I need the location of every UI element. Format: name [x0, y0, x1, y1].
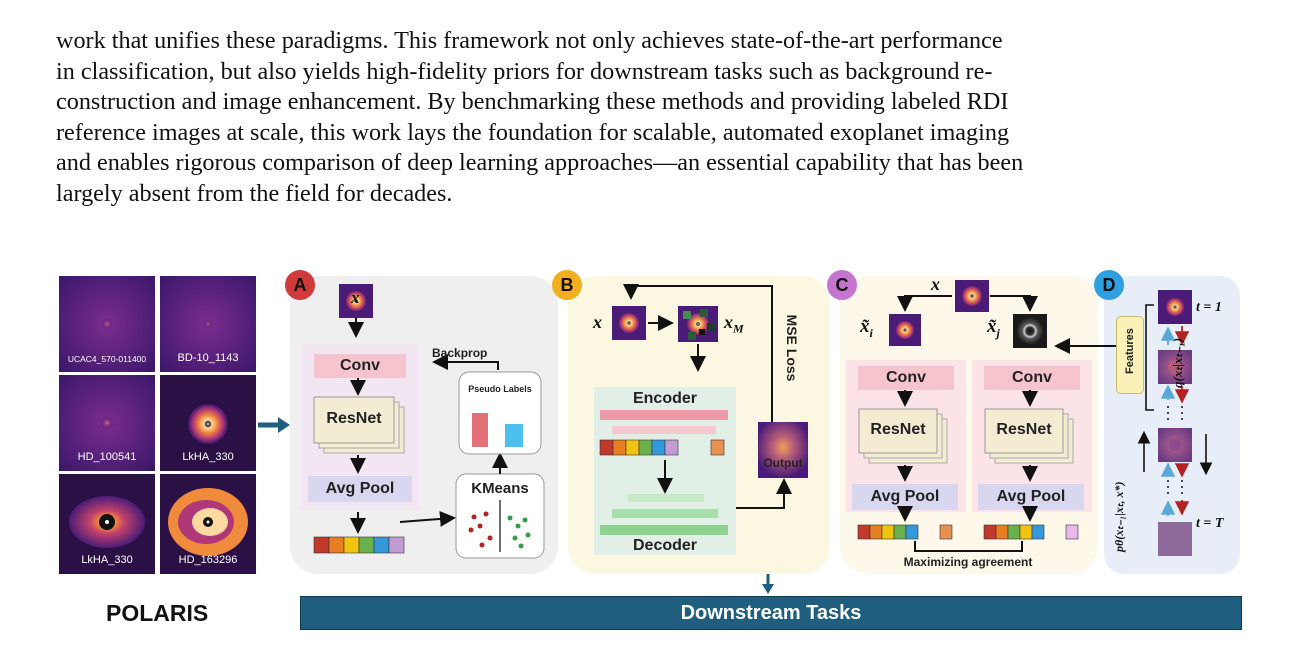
- polaris-grid: [59, 276, 256, 574]
- t-first-label: t = 1: [1196, 300, 1222, 315]
- polaris-tile: LkHA_330: [160, 375, 256, 471]
- mse-loss-label: MSE Loss: [784, 314, 800, 382]
- output-label: Output: [763, 456, 803, 470]
- features-box: Features: [1116, 316, 1144, 394]
- kmeans-title: KMeans: [471, 480, 529, 497]
- conv-block: Conv: [340, 357, 380, 374]
- polaris-tile: LkHA_330: [59, 474, 155, 574]
- panel-b-input-label: x: [593, 312, 602, 332]
- backprop-label: Backprop: [432, 346, 488, 360]
- polaris-label: POLARIS: [106, 600, 209, 626]
- avg-pool-block-left: Avg Pool: [870, 488, 940, 505]
- resnet-block-left: ResNet: [870, 421, 926, 438]
- paper-paragraph: work that unifies these paradigms. This …: [56, 26, 1256, 210]
- panel-c-badge: C: [827, 270, 857, 300]
- paragraph-line: work that unifies these paradigms. This …: [56, 27, 1003, 54]
- maximizing-agreement-label: Maximizing agreement: [903, 555, 1033, 569]
- t-last-label: t = T: [1196, 516, 1224, 531]
- panel-d-badge: D: [1094, 270, 1124, 300]
- pseudo-labels-title: Pseudo Labels: [468, 384, 532, 394]
- panel-a-badge: A: [285, 270, 315, 300]
- embedding-vector-b: [599, 439, 725, 456]
- panel-b-masked-label: xM: [724, 312, 744, 336]
- paragraph-line: reference images at scale, this work lay…: [56, 118, 1010, 146]
- tile-caption: UCAC4_570-011400: [67, 354, 147, 364]
- view-j-label: x̃j: [987, 316, 1000, 340]
- conv-block-right: Conv: [1012, 369, 1052, 386]
- paragraph-line: largely absent from the field for decade…: [56, 179, 453, 207]
- conv-block-left: Conv: [886, 369, 926, 386]
- polaris-tile: HD_100541: [59, 375, 155, 471]
- embedding-vector-a: [313, 536, 405, 554]
- tile-caption: HD_163296: [178, 554, 238, 566]
- view-i-label: x̃i: [860, 316, 873, 340]
- resnet-block-right: ResNet: [996, 421, 1052, 438]
- decoder-label: Decoder: [632, 537, 698, 554]
- panel-b-badge: B: [552, 270, 582, 300]
- tile-caption: HD_100541: [77, 451, 137, 463]
- reverse-process-label: pθ(xₜ₋₁|xₜ, x*): [1112, 481, 1126, 552]
- tile-caption: LkHA_330: [81, 554, 133, 566]
- avg-pool-block: Avg Pool: [325, 480, 395, 497]
- paragraph-line: and enables rigorous comparison of deep …: [56, 149, 1024, 177]
- forward-process-label: q(xₜ|xₜ₋₁): [1170, 337, 1185, 388]
- downstream-tasks-bar: Downstream Tasks: [300, 596, 1242, 630]
- resnet-block: ResNet: [326, 410, 382, 427]
- polaris-tile: BD-10_1143: [160, 276, 256, 372]
- panel-a-input-label: x: [351, 288, 360, 307]
- panel-c-input-label: x: [931, 274, 940, 294]
- avg-pool-block-right: Avg Pool: [996, 488, 1066, 505]
- embedding-vector-c-right: [983, 524, 1079, 540]
- embedding-vector-c-left: [857, 524, 953, 540]
- encoder-label: Encoder: [632, 390, 697, 407]
- features-label: Features: [1124, 328, 1136, 374]
- paragraph-line: in classification, but also yields high-…: [56, 57, 993, 85]
- tile-caption: BD-10_1143: [177, 352, 239, 364]
- tile-caption: LkHA_330: [182, 451, 234, 463]
- polaris-tile: UCAC4_570-011400: [59, 276, 155, 372]
- polaris-tile: HD_163296: [160, 474, 256, 574]
- paragraph-line: construction and image enhancement. By b…: [56, 88, 1009, 116]
